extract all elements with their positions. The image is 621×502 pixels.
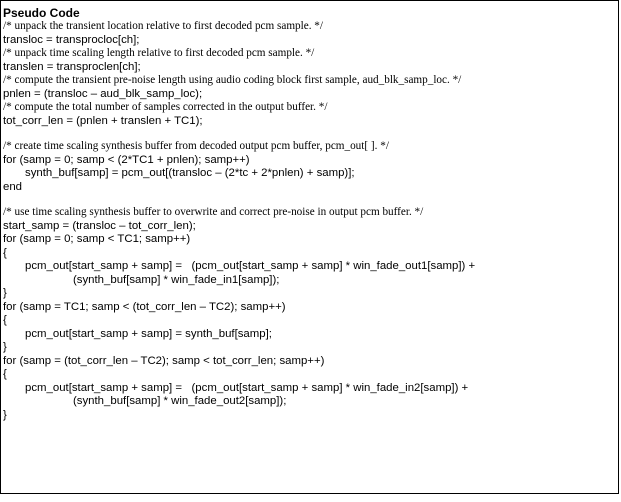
code-line: pcm_out[start_samp + samp] = synth_buf[s… (25, 327, 272, 340)
code-comment-line: /* use time scaling synthesis buffer to … (3, 206, 424, 218)
code-line: pnlen = (transloc – aud_blk_samp_loc); (3, 87, 203, 100)
code-line: { (3, 246, 7, 259)
code-line: (synth_buf[samp] * win_fade_in1[samp]); (73, 273, 280, 286)
code-line: pcm_out[start_samp + samp] = (pcm_out[st… (25, 381, 469, 394)
code-line: (synth_buf[samp] * win_fade_out2[samp]); (73, 395, 287, 407)
code-line: pcm_out[start_samp + samp] = (pcm_out[st… (25, 260, 476, 272)
pseudo-code-title: Pseudo Code (3, 6, 80, 20)
code-comment-line: /* compute the transient pre-noise lengt… (3, 74, 462, 86)
code-line: transloc = transprocloc[ch]; (3, 33, 140, 46)
code-line: } (3, 287, 7, 299)
code-line: for (samp = 0; samp < (2*TC1 + pnlen); s… (3, 153, 250, 166)
code-comment-line: /* compute the total number of samples c… (3, 101, 328, 113)
code-line: { (3, 314, 7, 326)
code-comment-line: /* unpack time scaling length relative t… (3, 47, 315, 59)
code-line: for (samp = (tot_corr_len – TC2); samp <… (3, 354, 325, 367)
pseudo-code-body: /* unpack the transient location relativ… (3, 20, 616, 422)
code-line: start_samp = (transloc – tot_corr_len); (3, 219, 196, 232)
code-line: end (3, 180, 23, 193)
code-line: for (samp = 0; samp < TC1; samp++) (3, 233, 191, 245)
code-line: translen = transproclen[ch]; (3, 60, 141, 73)
code-line: } (3, 341, 7, 353)
code-line: tot_corr_len = (pnlen + translen + TC1); (3, 114, 203, 127)
code-line: { (3, 368, 7, 380)
blank-line (3, 194, 616, 206)
code-line: for (samp = TC1; samp < (tot_corr_len – … (3, 300, 286, 313)
code-comment-line: /* create time scaling synthesis buffer … (3, 140, 389, 152)
code-line: synth_buf[samp] = pcm_out[(transloc – (2… (25, 167, 355, 179)
code-comment-line: /* unpack the transient location relativ… (3, 20, 323, 32)
blank-line (3, 128, 616, 140)
code-line: } (3, 408, 7, 421)
